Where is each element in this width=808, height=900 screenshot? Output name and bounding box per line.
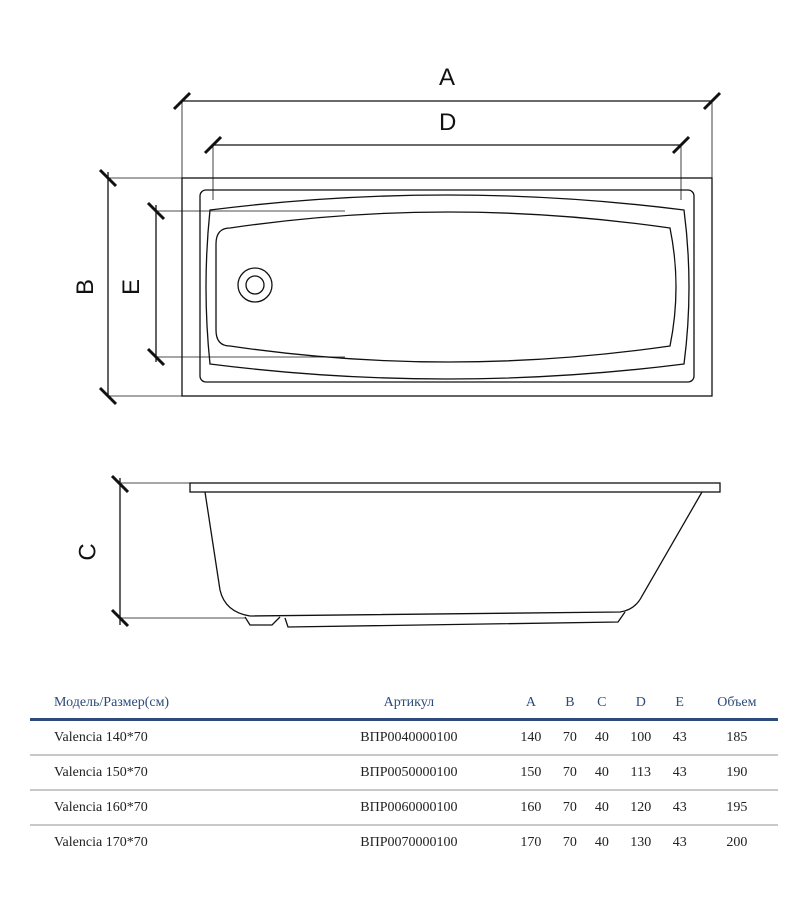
table-cell: 70 [553, 790, 586, 826]
table-cell: Valencia 140*70 [30, 719, 310, 756]
label-b: B [72, 278, 100, 296]
table-cell: ВПР0070000100 [360, 834, 458, 850]
col-model: Модель/Размер(см) [30, 688, 310, 721]
label-c: C [74, 543, 102, 561]
table-cell: 40 [585, 719, 618, 756]
table-cell: 130 [630, 834, 652, 850]
dimension-a [172, 91, 722, 178]
table-cell: Valencia 160*70 [30, 790, 310, 826]
table-cell: 43 [663, 790, 696, 826]
col-volume: Объем [695, 688, 778, 721]
table-cell: 40 [585, 755, 618, 791]
col-article: Артикул [309, 688, 508, 721]
table-cell: ВПР0060000100 [309, 790, 508, 826]
dimension-c [110, 474, 245, 628]
table-cell: 200 [726, 834, 748, 850]
col-d: D [617, 688, 664, 721]
table-cell: 160 [507, 790, 554, 826]
table-cell: 140 [507, 719, 554, 756]
table-cell: 100 [617, 719, 664, 756]
specs-table: Модель/Размер(см) Артикул A B C D E Объе… [30, 688, 778, 859]
label-e: E [118, 278, 146, 296]
top-view [181, 177, 713, 397]
table-cell: 195 [695, 790, 778, 826]
col-b: B [553, 688, 586, 721]
table-cell: 40 [585, 790, 618, 826]
table-cell: 70 [553, 755, 586, 791]
table-cell: 43 [663, 755, 696, 791]
table-cell: 40 [594, 834, 609, 850]
table-cell: Valencia 150*70 [30, 755, 310, 791]
table-cell: 43 [672, 834, 687, 850]
col-c: C [585, 688, 618, 721]
label-d: D [439, 109, 457, 136]
col-e: E [663, 688, 696, 721]
table-cell: 170 [520, 834, 542, 850]
side-view [189, 482, 721, 628]
table-cell: 70 [562, 834, 577, 850]
dimension-b [98, 168, 182, 406]
table-row: Valencia 170*70 ВПР0070000100 170 70 40 130 43… [30, 825, 778, 859]
table-cell: 120 [617, 790, 664, 826]
table-cell: ВПР0040000100 [309, 719, 508, 756]
label-a: A [439, 64, 456, 91]
table-cell: ВПР0050000100 [309, 755, 508, 791]
table-cell: 190 [695, 755, 778, 791]
drain-icon [237, 267, 273, 303]
table-cell: Valencia 170*70 [54, 834, 148, 850]
table-cell: 113 [617, 755, 664, 791]
bathtub-drawing [98, 91, 722, 628]
table-header: Модель/Размер(см) Артикул A B C D E Объе… [30, 688, 778, 721]
dimension-d [203, 135, 691, 200]
table-cell: 43 [663, 719, 696, 756]
dimension-e [146, 201, 345, 367]
table-cell: 185 [695, 719, 778, 756]
table-cell: 150 [507, 755, 554, 791]
col-a: A [507, 688, 554, 721]
table-cell: 70 [553, 719, 586, 756]
